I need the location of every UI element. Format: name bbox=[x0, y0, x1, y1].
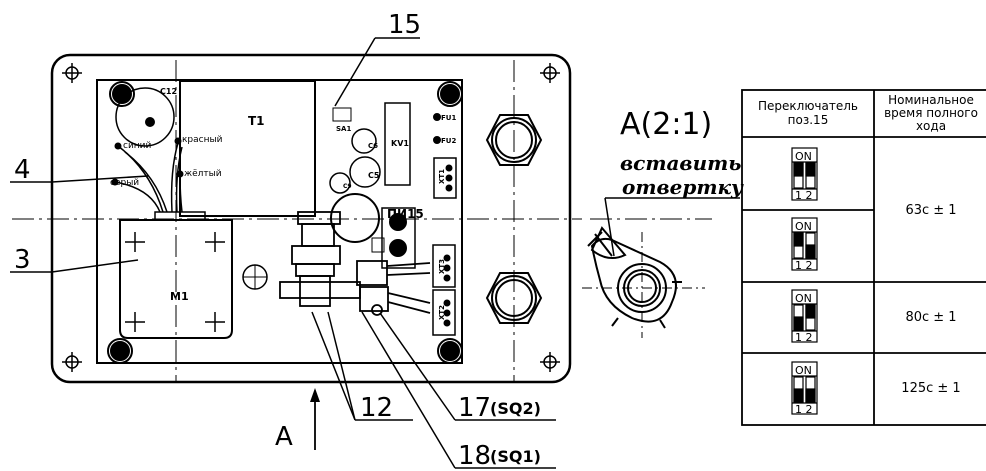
time-125: 125с ± 1 bbox=[901, 381, 960, 396]
label-xt3: XT3 bbox=[438, 259, 446, 274]
capacitor-c9 bbox=[329, 172, 351, 194]
dip-switch-row-2 bbox=[791, 217, 818, 271]
wire-label-red: красный bbox=[182, 135, 223, 145]
table-header-time-line3: хода bbox=[916, 119, 946, 133]
fuse-fu2 bbox=[433, 136, 441, 144]
dip1-12: 1 2 bbox=[795, 189, 813, 202]
dip2-12: 1 2 bbox=[795, 259, 813, 272]
wire-label-grey: серый bbox=[110, 178, 139, 188]
dip2-on: ON bbox=[795, 220, 812, 233]
dip-switch-row-3 bbox=[791, 289, 818, 343]
table-header-time-line1: Номинальное bbox=[888, 93, 974, 107]
capacitor-c5 bbox=[349, 156, 381, 188]
limit-switch-sq1 bbox=[359, 286, 389, 312]
fuse-fu1 bbox=[433, 113, 441, 121]
view-label-a: A bbox=[275, 422, 293, 452]
label-c12: C12 bbox=[160, 87, 177, 96]
dip3-12: 1 2 bbox=[795, 331, 813, 344]
label-xt1: XT1 bbox=[438, 169, 446, 184]
detail-insert-label: вставить bbox=[620, 151, 741, 175]
wire-label-yellow: жёлтый bbox=[184, 169, 222, 179]
time-63: 63с ± 1 bbox=[905, 203, 956, 218]
dip1-on: ON bbox=[795, 150, 812, 163]
motor-m1 bbox=[119, 219, 233, 339]
settings-table bbox=[741, 89, 986, 426]
callout-17: 17 bbox=[458, 393, 491, 423]
motor-screws bbox=[125, 232, 225, 332]
time-80: 80с ± 1 bbox=[905, 310, 956, 325]
dip3-on: ON bbox=[795, 292, 812, 305]
label-c9: C9 bbox=[343, 183, 352, 190]
limit-switch-assembly bbox=[279, 211, 431, 316]
callout-4: 4 bbox=[14, 155, 31, 185]
callout-18: 18 bbox=[458, 441, 491, 471]
limit-switch-sq2 bbox=[356, 260, 388, 286]
label-m1: M1 bbox=[170, 290, 189, 303]
capacitor-c6 bbox=[351, 128, 377, 154]
callout-12: 12 bbox=[360, 393, 393, 423]
wire-label-blue: синий bbox=[123, 141, 152, 151]
dip-switch-sa1 bbox=[332, 107, 352, 122]
wire-bundle bbox=[114, 142, 183, 213]
callout-17-sub: (SQ2) bbox=[490, 399, 541, 418]
detail-screwdriver-label: отвертку bbox=[622, 175, 744, 199]
transformer-t1 bbox=[179, 80, 316, 217]
callout-18-sub: (SQ1) bbox=[490, 447, 541, 466]
detail-a-view bbox=[582, 226, 705, 338]
label-xt2: XT2 bbox=[438, 305, 446, 320]
table-header-switch-line1: Переключатель bbox=[758, 99, 858, 113]
label-kv1: KV1 bbox=[391, 139, 409, 148]
callout-3: 3 bbox=[14, 245, 31, 275]
detail-title: A(2:1) bbox=[620, 107, 712, 142]
housing-mount-holes bbox=[62, 63, 560, 372]
terminal-xt3 bbox=[432, 244, 456, 288]
terminal-xt1 bbox=[433, 157, 457, 199]
dip4-12: 1 2 bbox=[795, 403, 813, 416]
table-header-time-line2: время полного bbox=[884, 106, 978, 120]
callout-15: 15 bbox=[388, 10, 421, 40]
label-pu115: ПИ15 bbox=[387, 207, 424, 221]
label-c6: C6 bbox=[368, 142, 378, 150]
capacitor-c12 bbox=[115, 87, 175, 147]
relay-kv1 bbox=[384, 102, 411, 186]
label-fu1: FU1 bbox=[441, 114, 456, 122]
potentiometer-knob bbox=[330, 193, 380, 243]
center-lines bbox=[12, 60, 712, 382]
board-screws bbox=[107, 81, 463, 364]
dip4-on: ON bbox=[795, 364, 812, 377]
label-t1: T1 bbox=[248, 114, 265, 128]
table-header-switch-line2: поз.15 bbox=[788, 113, 829, 127]
dip-switch-row-1 bbox=[791, 147, 818, 201]
leader-lines bbox=[10, 37, 556, 469]
terminal-xt2 bbox=[432, 289, 456, 336]
label-c5: C5 bbox=[368, 171, 380, 180]
label-fu2: FU2 bbox=[441, 137, 456, 145]
dip-switch-row-4 bbox=[791, 361, 818, 415]
label-sa1: SA1 bbox=[336, 125, 351, 133]
